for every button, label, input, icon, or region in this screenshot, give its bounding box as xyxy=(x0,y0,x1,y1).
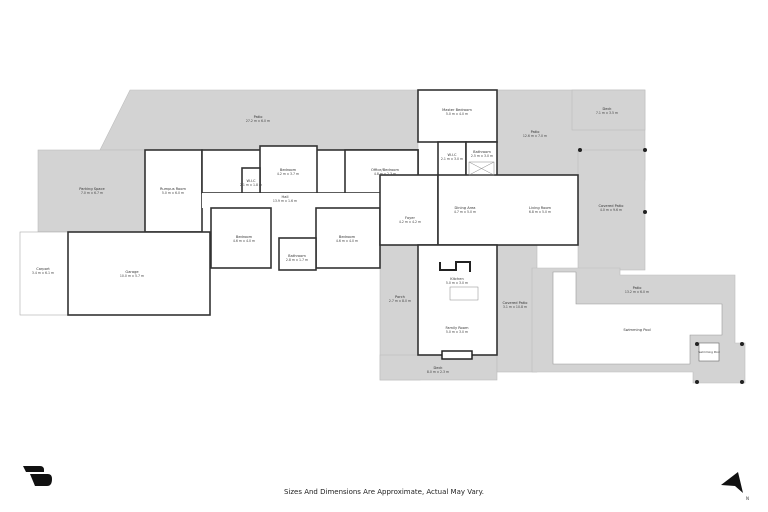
svg-text:4.6 m x 4.0 m: 4.6 m x 4.0 m xyxy=(233,239,255,243)
svg-text:Dining Area: Dining Area xyxy=(454,206,475,210)
svg-text:13.2 m x 6.0 m: 13.2 m x 6.0 m xyxy=(625,290,649,294)
svg-text:12.6 m x 7.0 m: 12.6 m x 7.0 m xyxy=(523,134,547,138)
posts xyxy=(578,148,744,384)
dining-living xyxy=(437,174,579,246)
kitchen-island xyxy=(449,286,479,301)
deck-top xyxy=(571,89,646,131)
svg-text:Patio: Patio xyxy=(531,130,540,134)
svg-text:W.I.C: W.I.C xyxy=(247,179,256,183)
svg-text:6.8 m x 5.0 m: 6.8 m x 5.0 m xyxy=(529,210,551,214)
disclaimer: Sizes And Dimensions Are Approximate, Ac… xyxy=(283,488,485,496)
svg-text:Covered Patio: Covered Patio xyxy=(503,301,528,305)
svg-text:Deck: Deck xyxy=(602,107,612,111)
svg-text:Hall: Hall xyxy=(282,195,289,199)
bedroom-1 xyxy=(259,145,318,194)
svg-text:Family Room: Family Room xyxy=(446,326,469,330)
svg-text:Master Bedroom: Master Bedroom xyxy=(442,108,472,112)
svg-text:Swimming Pool: Swimming Pool xyxy=(623,328,650,332)
svg-text:Bedroom: Bedroom xyxy=(280,168,297,172)
ensuite xyxy=(465,141,498,178)
svg-text:27.2 m x 6.0 m: 27.2 m x 6.0 m xyxy=(246,119,270,123)
svg-text:4.2 m x 4.2 m: 4.2 m x 4.2 m xyxy=(399,220,421,224)
svg-text:Bathroom: Bathroom xyxy=(288,254,306,258)
svg-text:Bathroom: Bathroom xyxy=(473,150,491,154)
svg-text:Carport: Carport xyxy=(36,267,50,271)
svg-text:2.1 m x 1.8 m: 2.1 m x 1.8 m xyxy=(240,183,262,187)
spa xyxy=(698,342,720,362)
svg-text:Rumpus Room: Rumpus Room xyxy=(160,187,186,191)
svg-text:Office/Bedroom: Office/Bedroom xyxy=(371,168,399,172)
master-bedroom xyxy=(417,89,498,143)
svg-text:13.9 m x 1.6 m: 13.9 m x 1.6 m xyxy=(273,199,297,203)
svg-text:7.0 m x 6.7 m: 7.0 m x 6.7 m xyxy=(81,191,103,195)
svg-text:Living Room: Living Room xyxy=(529,206,552,210)
bathroom xyxy=(278,237,317,271)
covered-patio-right xyxy=(577,149,646,271)
svg-text:4.0 m x 9.6 m: 4.0 m x 9.6 m xyxy=(600,208,622,212)
label-patio-top: Patio xyxy=(254,115,263,119)
svg-text:Porch: Porch xyxy=(395,295,405,299)
garage xyxy=(67,231,211,316)
svg-text:5.0 m x 4.0 m: 5.0 m x 4.0 m xyxy=(446,112,468,116)
svg-text:2.8 m x 1.7 m: 2.8 m x 1.7 m xyxy=(286,258,308,262)
deck-bottom xyxy=(379,354,498,381)
swimming-pool xyxy=(552,271,723,365)
svg-text:Swimming Pool: Swimming Pool xyxy=(698,350,720,354)
svg-text:Patio: Patio xyxy=(633,286,642,290)
svg-text:3.1 m x 10.8 m: 3.1 m x 10.8 m xyxy=(503,305,527,309)
carport xyxy=(19,231,69,316)
svg-text:3.4 m x 6.1 m: 3.4 m x 6.1 m xyxy=(32,271,54,275)
svg-text:4.7 m x 5.0 m: 4.7 m x 5.0 m xyxy=(454,210,476,214)
bedroom-3 xyxy=(315,207,381,269)
svg-text:2.1 m x 3.0 m: 2.1 m x 3.0 m xyxy=(441,157,463,161)
svg-text:Foyer: Foyer xyxy=(405,216,415,220)
brand-logo-icon xyxy=(23,466,52,486)
svg-text:Bedroom: Bedroom xyxy=(339,235,356,239)
room-labels: Patio 27.2 m x 6.0 m Master Bedroom 5.0 … xyxy=(32,107,720,374)
svg-text:2.5 m x 3.0 m: 2.5 m x 3.0 m xyxy=(471,154,493,158)
shower xyxy=(468,161,495,176)
svg-text:5.0 m x 3.0 m: 5.0 m x 3.0 m xyxy=(446,281,468,285)
svg-text:5.0 m x 3.0 m: 5.0 m x 3.0 m xyxy=(446,330,468,334)
rumpus-room xyxy=(144,149,203,233)
svg-text:Kitchen: Kitchen xyxy=(450,277,464,281)
svg-text:7.1 m x 3.5 m: 7.1 m x 3.5 m xyxy=(596,111,618,115)
hall xyxy=(202,193,380,208)
svg-text:Parking Space: Parking Space xyxy=(79,187,105,191)
svg-text:4.6 m x 4.0 m: 4.6 m x 4.0 m xyxy=(336,239,358,243)
svg-text:8.0 m x 2.3 m: 8.0 m x 2.3 m xyxy=(427,370,449,374)
parking-space xyxy=(37,149,146,233)
foyer xyxy=(379,174,439,246)
svg-text:Garage: Garage xyxy=(125,270,139,274)
north-arrow-icon: N xyxy=(721,472,749,501)
svg-text:Deck: Deck xyxy=(433,366,443,370)
fireplace xyxy=(441,350,473,360)
svg-text:Bedroom: Bedroom xyxy=(236,235,253,239)
bedroom-2 xyxy=(210,207,272,269)
svg-text:W.I.C: W.I.C xyxy=(448,153,457,157)
svg-text:4.8 m x 2.3 m: 4.8 m x 2.3 m xyxy=(374,172,396,176)
svg-text:4.2 m x 3.7 m: 4.2 m x 3.7 m xyxy=(277,172,299,176)
svg-text:10.0 m x 5.7 m: 10.0 m x 5.7 m xyxy=(120,274,144,278)
svg-text:5.0 m x 6.0 m: 5.0 m x 6.0 m xyxy=(162,191,184,195)
svg-text:2.7 m x 8.0 m: 2.7 m x 8.0 m xyxy=(389,299,411,303)
svg-text:Covered Patio: Covered Patio xyxy=(599,204,624,208)
svg-text:N: N xyxy=(746,496,749,501)
kitchen-bench xyxy=(439,261,471,272)
